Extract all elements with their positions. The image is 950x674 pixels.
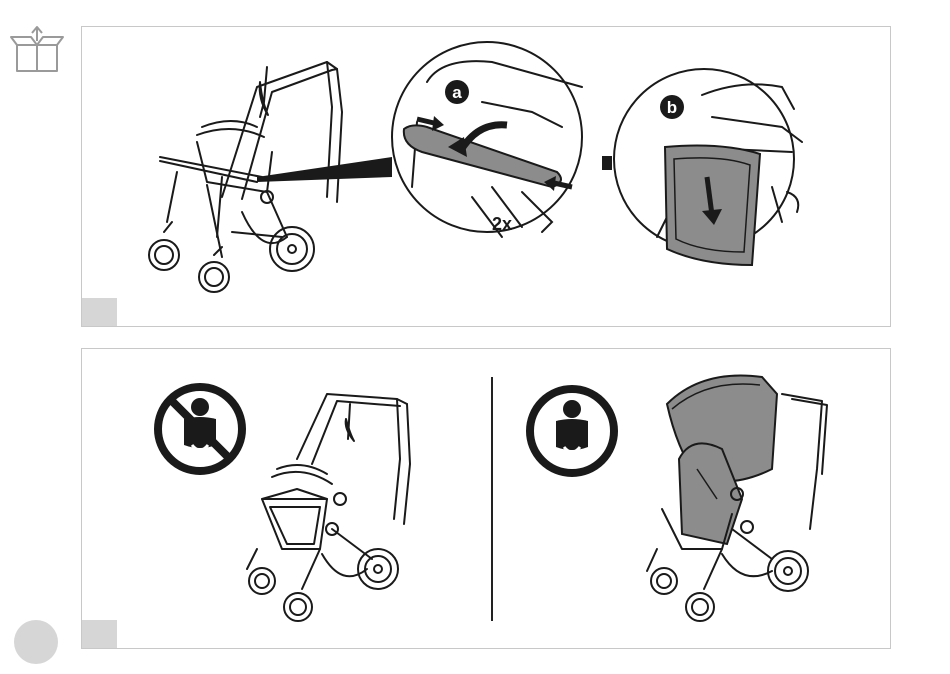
step-panel-usage [81, 348, 891, 649]
badge-a-label: a [452, 83, 462, 102]
step-number-box [82, 298, 117, 326]
step-number-box [82, 620, 117, 648]
infant-allowed-icon [530, 389, 614, 473]
panel-divider [491, 377, 493, 621]
stroller-fold-illustration: a 2x b [82, 27, 892, 328]
connector-square [602, 156, 612, 170]
no-infant-icon [158, 387, 242, 471]
detail-circle-a [392, 42, 582, 237]
page-number-circle [14, 620, 58, 664]
stroller-usage-illustration [82, 349, 892, 650]
step-panel-fold-bumper: a 2x b [81, 26, 891, 327]
unbox-icon [9, 25, 65, 75]
repeat-count-label: 2x [492, 214, 512, 234]
detail-circle-b [614, 69, 802, 265]
badge-b-label: b [667, 98, 677, 117]
